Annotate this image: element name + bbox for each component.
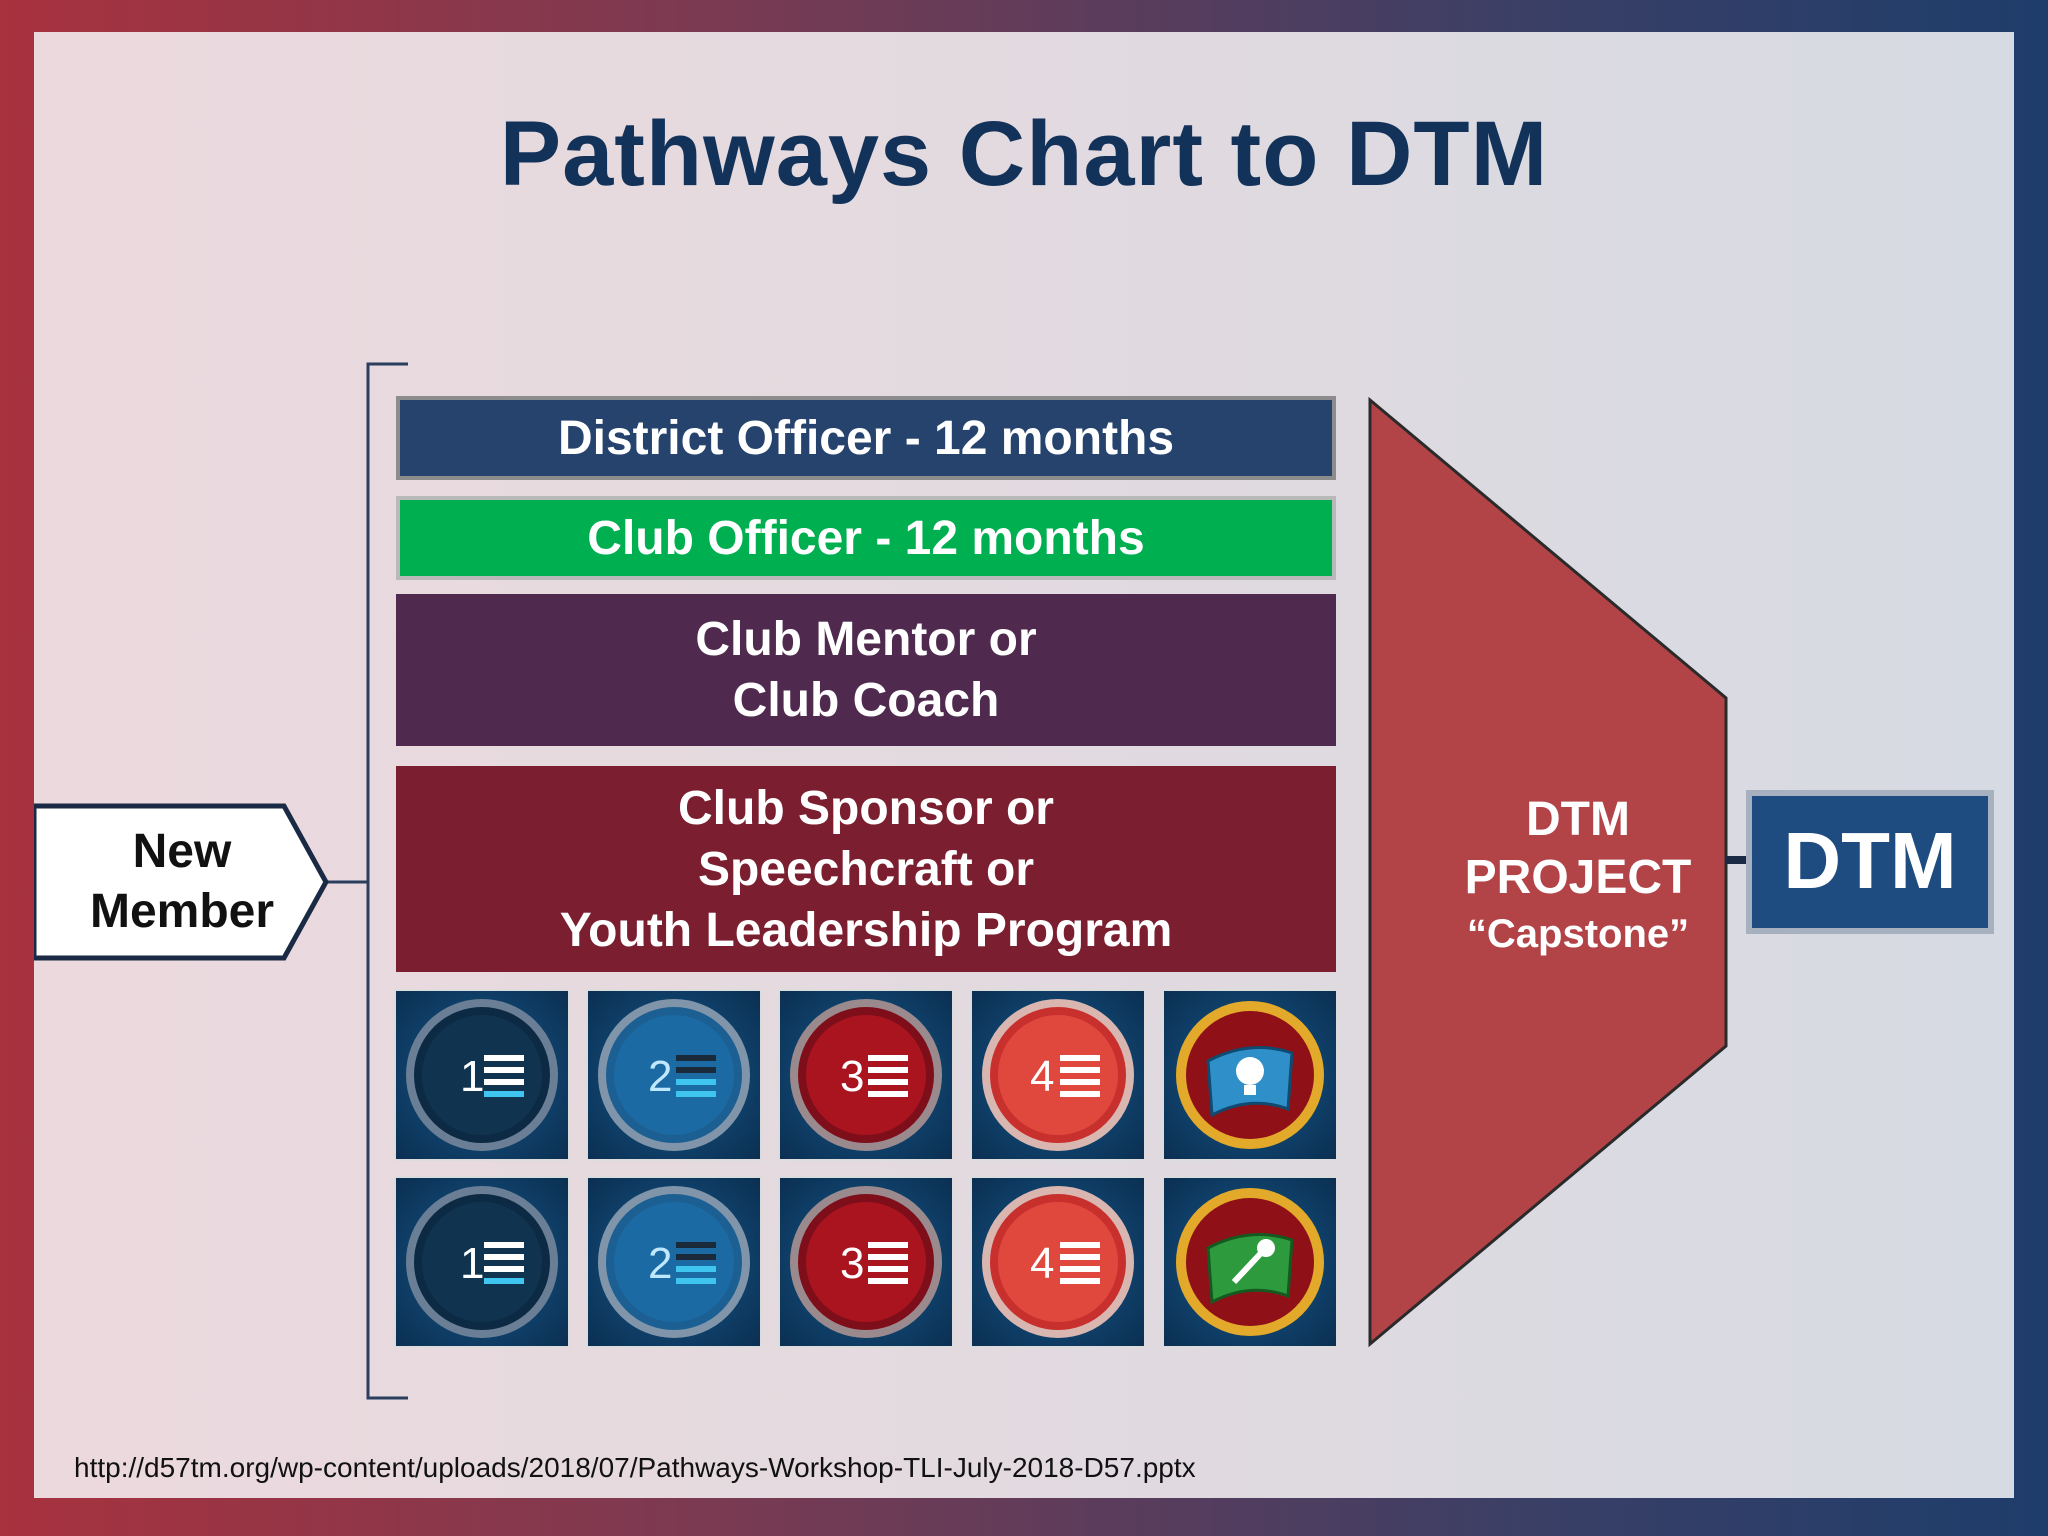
club-sponsor-line1: Club Sponsor or (678, 781, 1054, 835)
capstone-line1: DTM (1526, 793, 1630, 846)
capstone-shape (1368, 396, 1728, 1348)
level-4-badge-icon: 4 (970, 989, 1146, 1161)
source-url: http://d57tm.org/wp-content/uploads/2018… (74, 1452, 1196, 1483)
level-3-badge-icon: 3 (778, 1176, 954, 1348)
level-3-badge-icon: 3 (778, 989, 954, 1161)
level-4-badge-icon: 4 (970, 1176, 1146, 1348)
club-mentor-bar: Club Mentor or Club Coach (396, 594, 1336, 746)
club-mentor-line1: Club Mentor or (695, 613, 1037, 666)
new-member-arrow-shape (34, 803, 329, 961)
club-mentor-line2: Club Coach (732, 674, 1000, 727)
diagram-shapes (34, 362, 1746, 1400)
badge-row-2: 1 2 3 (394, 1176, 1344, 1352)
badge-row-1: 1 2 3 (394, 989, 1344, 1165)
district-officer-label: District Officer - 12 months (557, 411, 1175, 465)
new-member-line2: Member (89, 885, 275, 938)
new-member-line1: New (132, 825, 232, 878)
level-2-badge-icon: 2 (586, 989, 762, 1161)
club-officer-label: Club Officer - 12 months (587, 511, 1145, 565)
level-3-number: 3 (840, 1052, 864, 1101)
level-1-badge-icon: 1 (394, 1176, 570, 1348)
dtm-box: DTM (1746, 790, 1994, 934)
level-2-badge-icon: 2 (586, 1176, 762, 1348)
capstone-line3: “Capstone” (1466, 912, 1690, 956)
lightbulb-flag-badge-icon (1162, 989, 1338, 1161)
capstone-line2: PROJECT (1464, 851, 1692, 904)
club-sponsor-line2: Speechcraft or (697, 842, 1035, 896)
level-4-number: 4 (1030, 1239, 1054, 1288)
level-4-number: 4 (1030, 1052, 1054, 1101)
level-2-number: 2 (648, 1052, 672, 1101)
new-member-label: New Member (42, 822, 322, 942)
level-1-number: 1 (460, 1052, 484, 1101)
club-officer-bar: Club Officer - 12 months (396, 496, 1336, 580)
club-sponsor-bar: Club Sponsor or Speechcraft or Youth Lea… (396, 766, 1336, 972)
level-1-badge-icon: 1 (394, 989, 570, 1161)
microphone-flag-badge-icon (1162, 1176, 1338, 1348)
district-officer-bar: District Officer - 12 months (396, 396, 1336, 480)
slide: Pathways Chart to DTM New Member Distric… (34, 32, 2014, 1498)
level-1-number: 1 (460, 1239, 484, 1288)
club-sponsor-line3: Youth Leadership Program (559, 903, 1173, 957)
level-2-number: 2 (648, 1239, 672, 1288)
page-title: Pathways Chart to DTM (499, 103, 1549, 205)
level-3-number: 3 (840, 1239, 864, 1288)
